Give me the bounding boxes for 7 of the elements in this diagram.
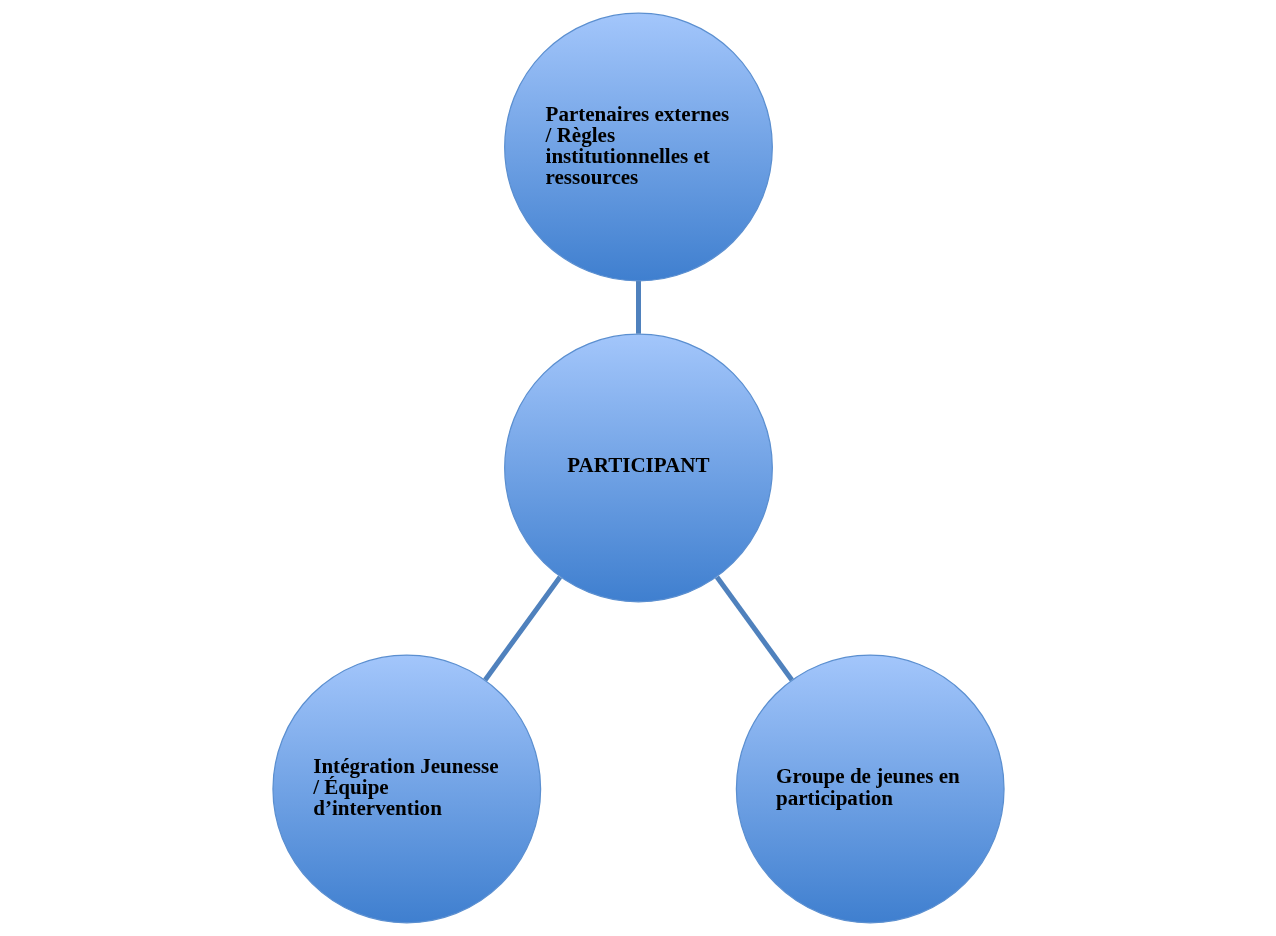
connector (635, 281, 641, 334)
connector (482, 575, 562, 682)
node-circle: Intégration Jeunesse / Équipe d’intervention (271, 654, 541, 924)
node-circle: Groupe de jeunes en participation (735, 654, 1005, 924)
node-circle: Partenaires externes / Règles institutionnelles et ressources (503, 12, 773, 282)
node-circle: PARTICIPANT (503, 333, 773, 603)
connector (714, 575, 794, 682)
